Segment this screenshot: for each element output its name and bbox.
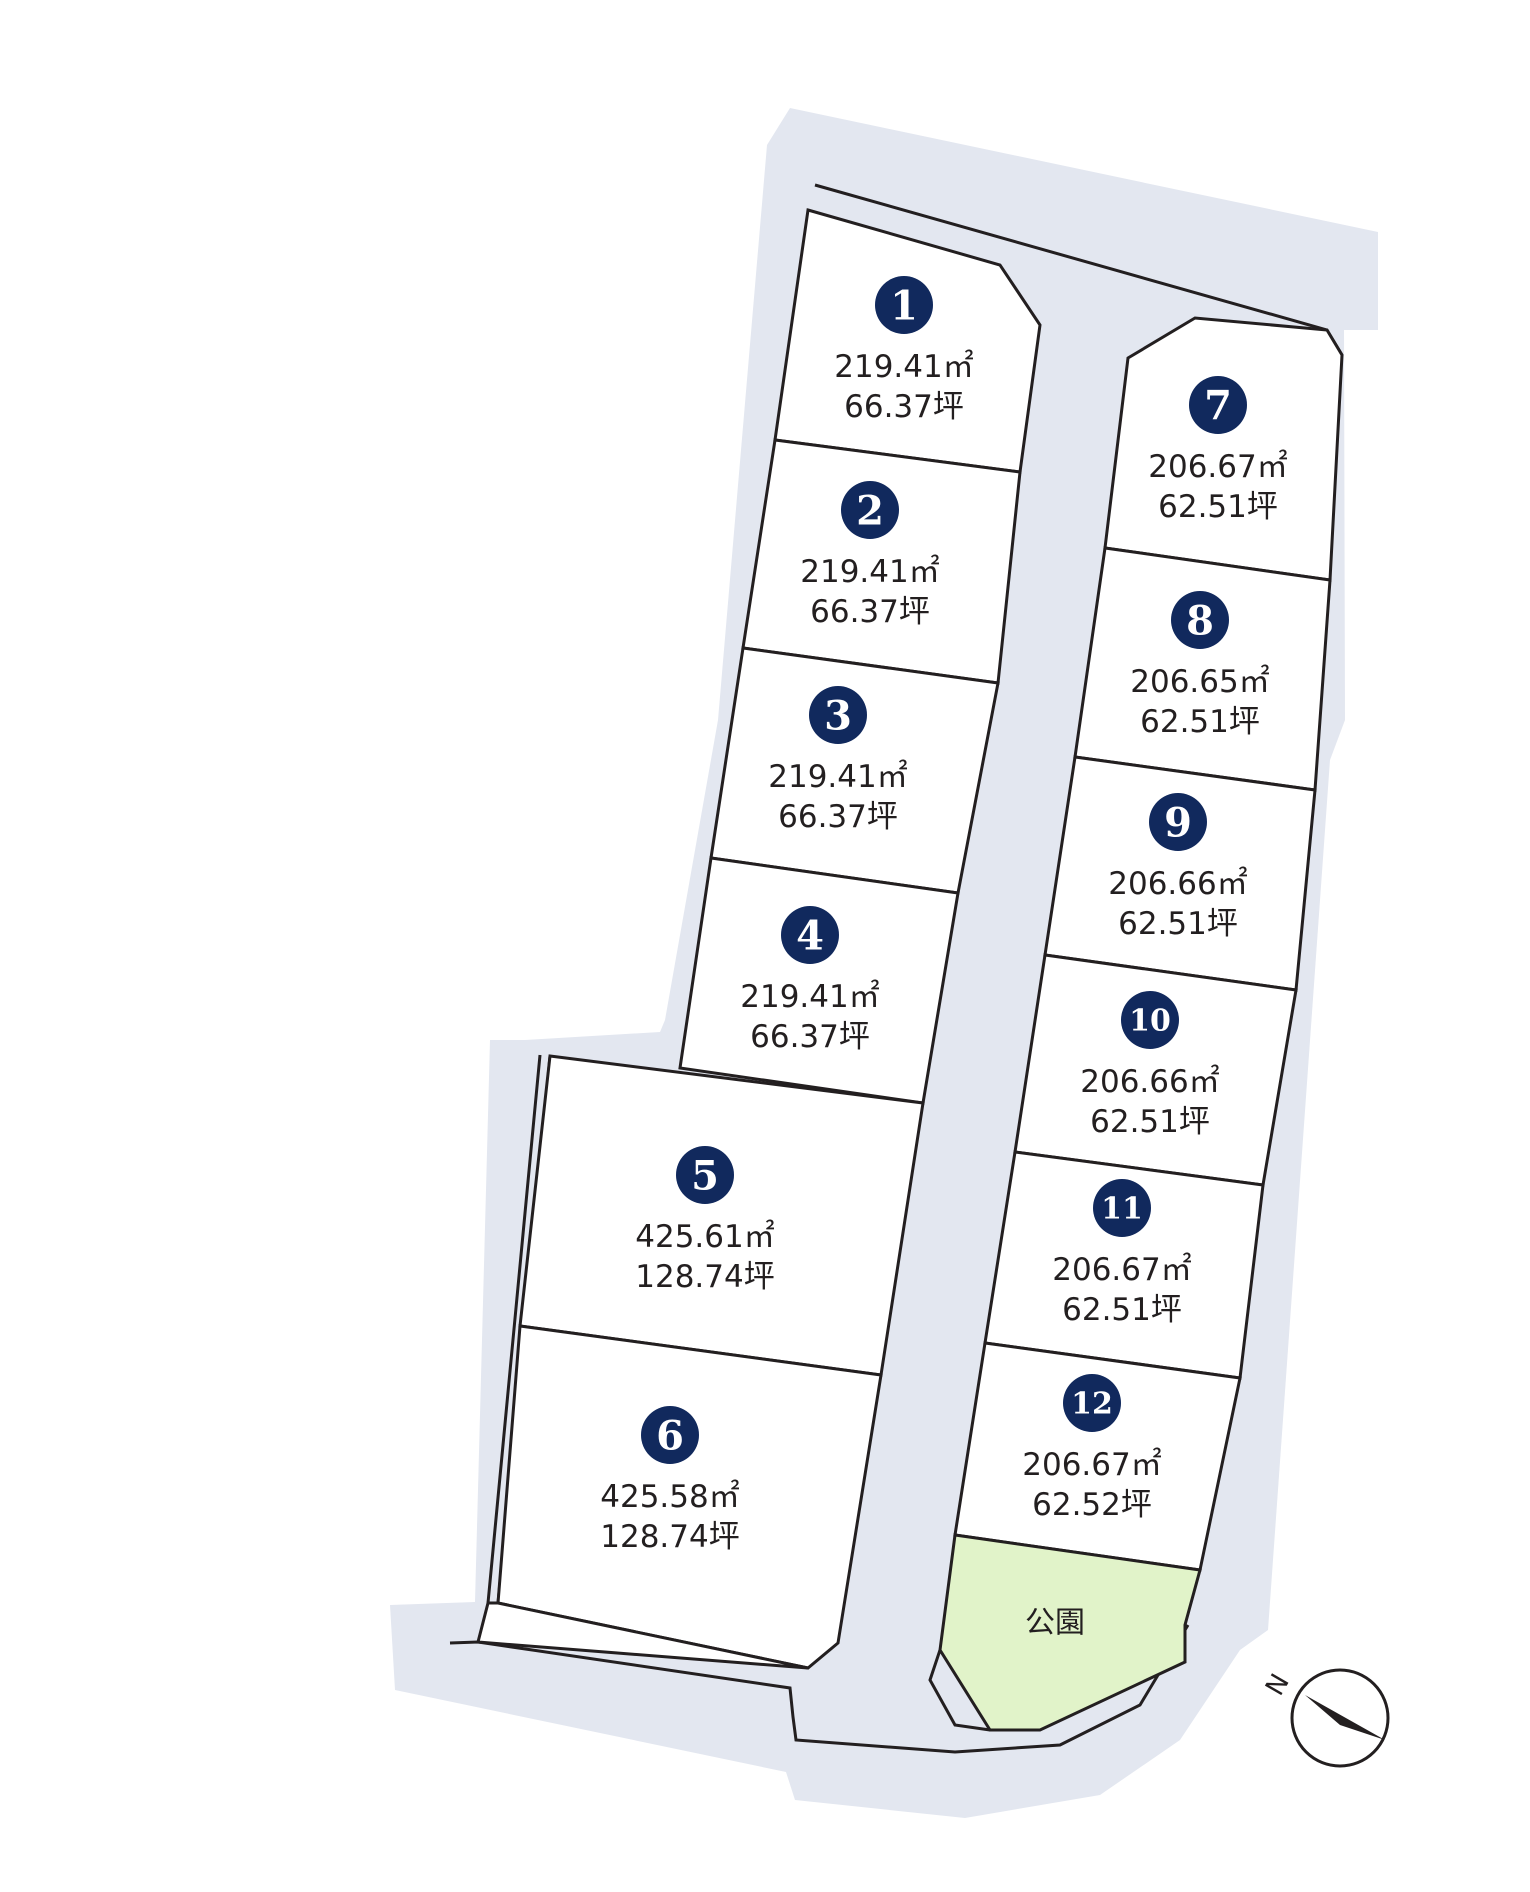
lot-7-label: 7 206.67㎡ 62.51坪: [1148, 376, 1288, 525]
lot-number: 6: [656, 1413, 684, 1460]
lot-area-tsubo: 62.51坪: [1090, 1104, 1210, 1140]
lot-number: 9: [1164, 800, 1192, 847]
lot-number: 2: [856, 488, 884, 535]
lot-area-sqm: 219.41㎡: [834, 349, 973, 385]
lot-area-sqm: 425.61㎡: [635, 1219, 774, 1255]
lot-4-label: 4 219.41㎡ 66.37坪: [740, 906, 880, 1055]
lot-number: 4: [796, 913, 824, 960]
lot-area-tsubo: 66.37坪: [778, 799, 898, 835]
lot-number-badge: [841, 481, 899, 539]
lot-number: 12: [1071, 1387, 1113, 1422]
lot-area-tsubo: 128.74坪: [600, 1519, 739, 1555]
lot-5[interactable]: [518, 1054, 925, 1377]
lot-number-badge: [809, 686, 867, 744]
lot-number: 11: [1101, 1192, 1143, 1227]
lot-number: 1: [890, 283, 918, 330]
boundary-bottom: [449, 1624, 1190, 1754]
lot-area-tsubo: 62.51坪: [1158, 489, 1278, 525]
lot-area-sqm: 219.41㎡: [740, 979, 879, 1015]
north-letter: N: [1260, 1669, 1296, 1701]
lot-2-label: 2 219.41㎡ 66.37坪: [800, 481, 940, 630]
lot-area-sqm: 206.67㎡: [1052, 1252, 1191, 1288]
lot-number-badge: [1149, 793, 1207, 851]
lot-number: 8: [1186, 598, 1214, 645]
north-arrow-icon: N: [1260, 1668, 1390, 1768]
park-label: 公園: [1025, 1606, 1085, 1641]
lot-6-frontage: [476, 1601, 809, 1670]
lot-6-label: 6 425.58㎡ 128.74坪: [600, 1406, 740, 1555]
lot-number-badge: [875, 276, 933, 334]
lot-area-sqm: 206.67㎡: [1022, 1447, 1161, 1483]
lot-area-tsubo: 128.74坪: [635, 1259, 774, 1295]
lot-10-label: 10 206.66㎡ 62.51坪: [1080, 991, 1220, 1140]
lot-area-sqm: 206.66㎡: [1108, 866, 1247, 902]
lot-number: 10: [1129, 1004, 1171, 1039]
lot-area-sqm: 425.58㎡: [600, 1479, 739, 1515]
lot-area-sqm: 206.66㎡: [1080, 1064, 1219, 1100]
lot-area-tsubo: 66.37坪: [844, 389, 964, 425]
compass-needle: [1305, 1695, 1385, 1740]
lot-1[interactable]: [773, 208, 1042, 474]
lot-area-tsubo: 62.51坪: [1062, 1292, 1182, 1328]
lot-number: 5: [691, 1153, 719, 1200]
lot-1-label: 1 219.41㎡ 66.37坪: [834, 276, 974, 425]
lot-5-label: 5 425.61㎡ 128.74坪: [635, 1146, 775, 1295]
park-road-edge: [928, 1649, 991, 1732]
lot-area-tsubo: 62.51坪: [1118, 906, 1238, 942]
lot-area-tsubo: 62.51坪: [1140, 704, 1260, 740]
lot-3-label: 3 219.41㎡ 66.37坪: [768, 686, 908, 835]
park-area[interactable]: [938, 1533, 1202, 1732]
lot-area-tsubo: 66.37坪: [750, 1019, 870, 1055]
lot-number-badge: [641, 1406, 699, 1464]
lot-area-sqm: 219.41㎡: [800, 554, 939, 590]
lot-number-badge: [1189, 376, 1247, 434]
lot-9-label: 9 206.66㎡ 62.51坪: [1108, 793, 1248, 942]
lot-area-sqm: 206.67㎡: [1148, 449, 1287, 485]
lot-6[interactable]: [496, 1324, 883, 1670]
lot-number-badge: [1063, 1374, 1121, 1432]
lot-8-label: 8 206.65㎡ 62.51坪: [1130, 591, 1270, 740]
lot-12-label: 12 206.67㎡ 62.52坪: [1022, 1374, 1162, 1523]
lot-11-label: 11 206.67㎡ 62.51坪: [1052, 1179, 1192, 1328]
lot-number-badge: [1121, 991, 1179, 1049]
lot-area-sqm: 219.41㎡: [768, 759, 907, 795]
lot-number: 3: [824, 693, 852, 740]
lot-area-tsubo: 62.52坪: [1032, 1487, 1152, 1523]
lot-number: 7: [1204, 383, 1232, 430]
lot-area-tsubo: 66.37坪: [810, 594, 930, 630]
lot-number-badge: [781, 906, 839, 964]
lot-number-badge: [1093, 1179, 1151, 1237]
lot-area-sqm: 206.65㎡: [1130, 664, 1269, 700]
lot-number-badge: [1171, 591, 1229, 649]
lot-number-badge: [676, 1146, 734, 1204]
